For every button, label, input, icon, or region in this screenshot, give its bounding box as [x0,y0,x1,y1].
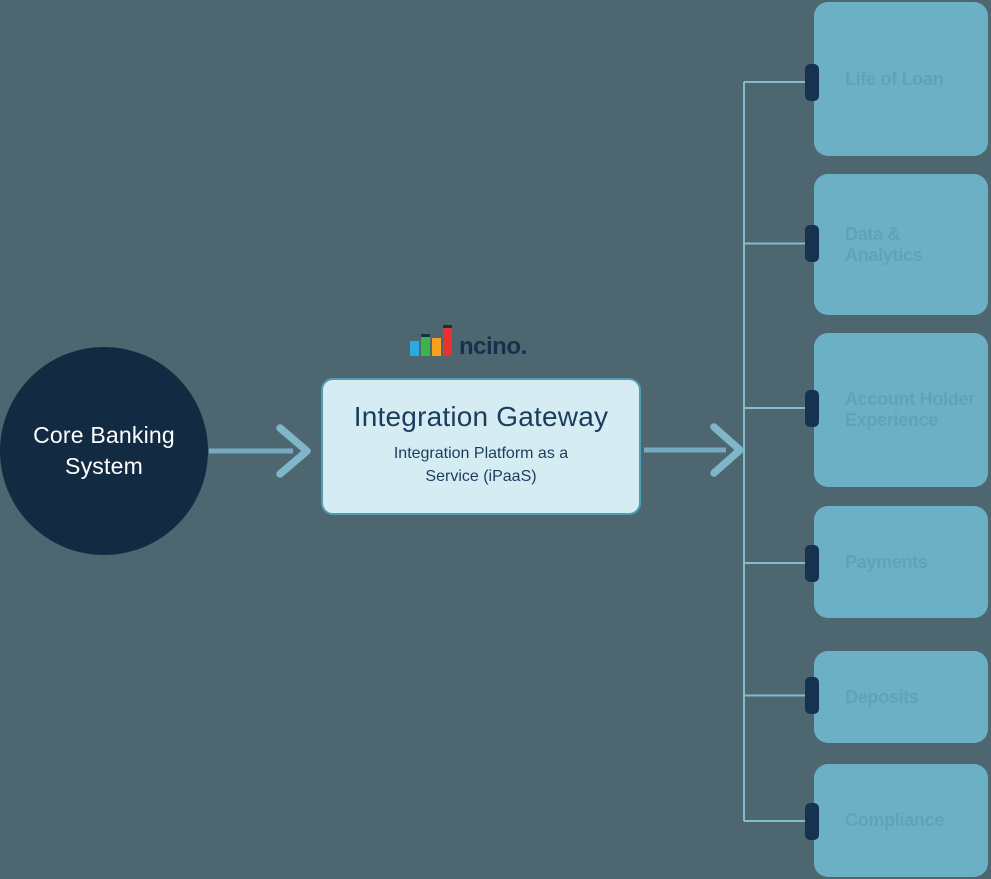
channel-label: Payments [845,551,928,572]
ncino-wordmark: ncino. [459,333,527,360]
channel-box-data-analytics: Data & Analytics [814,174,988,315]
logo-bar-blue [410,341,419,356]
core-banking-label: Core Banking System [33,421,175,479]
integration-gateway-node: Integration Gateway Integration Platform… [321,378,641,515]
channel-box-life-of-loan: Life of Loan [814,2,988,156]
channel-label: Deposits [845,686,919,707]
channel-box-payments: Payments [814,506,988,618]
connector-tab [805,802,819,840]
channel-label: Account Holder Experience [845,389,975,430]
logo-bar-green [421,334,430,356]
channel-box-account-holder-experience: Account Holder Experience [814,333,988,487]
logo-bar-red [443,325,452,356]
gateway-subtitle: Integration Platform as a Service (iPaaS… [393,445,569,486]
channel-box-deposits: Deposits [814,651,988,743]
channel-label: Life of Loan [845,68,944,89]
arrow-gateway-to-channels [644,423,744,477]
bar-chart-icon [410,325,452,358]
connector-tab [805,64,819,101]
connector-tab [805,677,819,714]
connector-tab [805,544,819,582]
logo-bar-orange [432,338,441,356]
channel-box-compliance: Compliance [814,764,988,877]
arrow-source-to-gateway [209,424,311,478]
gateway-title: Integration Gateway [353,401,609,432]
ncino-logo: ncino. [410,320,527,360]
core-banking-node: Core Banking System [0,347,208,555]
channel-label: Compliance [845,810,945,831]
channel-label: Data & Analytics [845,223,923,265]
connector-tab [805,225,819,262]
connector-tab [805,389,819,427]
